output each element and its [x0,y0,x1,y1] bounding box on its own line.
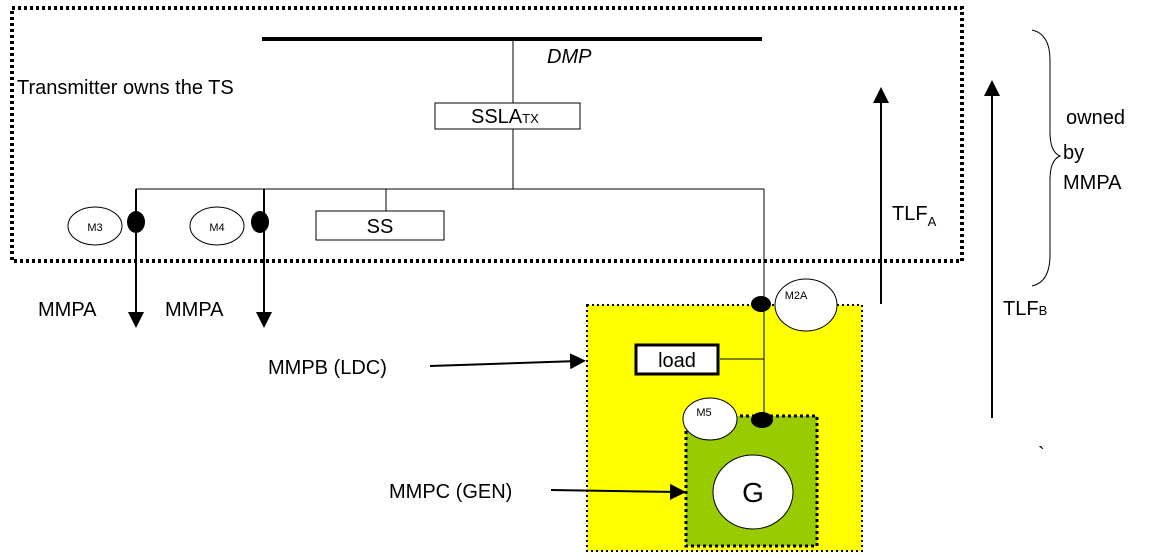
meter-m2a [774,278,838,332]
sslatx-label: SSLATX [471,106,539,128]
meter-m2a-label: M2A [785,290,808,302]
tlfa-label: TLFA [892,203,937,229]
stray-backtick: ` [1038,444,1045,466]
meter-m4 [189,206,245,246]
sslatx-box [434,102,581,130]
mmpc-arrow [550,483,686,500]
generator-g-label: G [742,477,764,508]
mmpb-arrow [429,353,586,370]
mmpa-left-label: MMPA [38,299,97,321]
transmitter-boundary [10,6,964,263]
meter-m5 [682,397,738,441]
meter-m4-label: M4 [209,222,224,234]
meter-m3 [67,206,123,246]
owned-by-line2: by [1063,142,1084,164]
ss-label: SS [367,216,394,238]
meter-m5-dot [751,412,773,428]
load-label: load [658,350,696,372]
load-box [634,343,720,376]
meter-m4-dot [251,211,269,233]
meter-m3-label: M3 [87,222,102,234]
ss-box [315,210,445,241]
transmitter-owns-label: Transmitter owns the TS [17,77,234,99]
owned-by-line3: MMPA [1063,172,1122,194]
meter-m5-label: M5 [696,407,711,419]
generator-g [712,454,794,530]
dmp-label: DMP [547,46,592,68]
tlfb-label: TLFB [1003,298,1047,320]
ownership-brace [1031,29,1062,287]
mmpa-mid-label: MMPA [165,299,224,321]
meter-m3-dot [127,211,145,233]
mmpc-label: MMPC (GEN) [389,481,512,503]
meter-m2a-dot [751,296,771,312]
owned-by-line1: owned [1066,107,1125,129]
mmpb-label: MMPB (LDC) [268,357,387,379]
